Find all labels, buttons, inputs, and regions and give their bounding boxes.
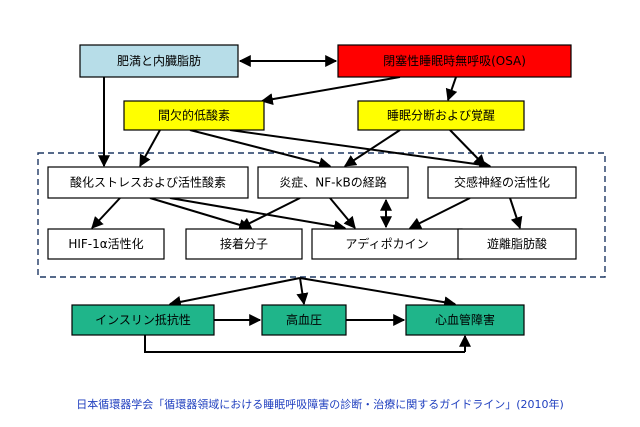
node-box [311,228,463,260]
node-inflammation: 炎症、NF-kBの経路 [257,166,409,199]
arrow-hypoxia-sympathetic [229,129,492,171]
node-box [123,100,265,131]
node-label: HIF-1α活性化 [68,237,143,251]
arrow-hypoxia-oxidative [139,129,161,168]
arrow-oxidative-hif [91,197,121,229]
arrow-arousal-sympathetic [449,129,486,167]
arrow-oxidative-adhesion [149,197,252,231]
node-box [79,44,239,78]
arrow-sympathetic-fatty-acid [509,197,523,230]
node-box [427,166,577,199]
node-box [71,304,215,336]
node-box [357,100,525,131]
node-label: 間欠的低酸素 [158,108,230,123]
arrow-region-insulin [168,277,301,308]
node-cvd: 心血管障害 [405,304,525,336]
node-label: 炎症、NF-kBの経路 [279,175,386,190]
arrow-arousal-inflammation [343,129,401,167]
node-box [47,228,165,260]
dashed-region-border [37,152,606,278]
node-box [337,44,572,78]
node-label: 閉塞性睡眠時無呼吸(OSA) [383,53,526,68]
node-label: アディポカイン [345,236,428,251]
node-adipokine: アディポカイン [311,228,463,260]
node-arousal: 睡眠分断および覚醒 [357,100,525,131]
node-box [257,166,409,199]
node-label: 心血管障害 [435,312,495,327]
node-box [185,228,303,260]
node-insulin: インスリン抵抗性 [71,304,215,336]
node-group: 肥満と内臓脂肪 閉塞性睡眠時無呼吸(OSA) 間欠的低酸素 睡眠分断および覚醒 … [47,44,577,336]
node-label: 睡眠分断および覚醒 [387,108,495,123]
node-box [405,304,525,336]
arrow-inflammation-adhesion [238,197,301,229]
node-osa: 閉塞性睡眠時無呼吸(OSA) [337,44,572,78]
connector-group [91,55,523,353]
node-label: 高血圧 [286,312,322,327]
node-obesity: 肥満と内臓脂肪 [79,44,239,78]
node-oxidative: 酸化ストレスおよび活性酸素 [47,166,249,199]
arrow-sympathetic-adipokine [408,197,471,229]
line-insulin-cvd-bottom [144,335,465,353]
node-label: 酸化ストレスおよび活性酸素 [70,175,226,190]
node-label: 遊離脂肪酸 [487,236,547,251]
source-caption: 日本循環器学会「循環器領域における睡眠呼吸障害の診断・治療に関するガイドライン」… [76,398,564,411]
node-hypertension: 高血圧 [261,304,347,336]
arrow-osa-hypoxia [260,76,401,106]
node-label: 接着分子 [220,236,268,251]
node-sympathetic: 交感神経の活性化 [427,166,577,199]
node-label: 交感神経の活性化 [454,175,550,190]
arrow-inflammation-adipokine [329,197,356,229]
node-fatty-acid: 遊離脂肪酸 [457,228,577,260]
node-label: 肥満と内臓脂肪 [117,53,201,68]
node-hypoxia: 間欠的低酸素 [123,100,265,131]
arrow-osa-arousal [445,76,458,102]
node-hif: HIF-1α活性化 [47,228,165,260]
arrow-oxidative-adipokine [169,197,347,233]
node-adhesion: 接着分子 [185,228,303,260]
node-box [457,228,577,260]
arrow-hypoxia-inflammation [189,129,332,170]
arrow-region-hypertension [296,277,309,306]
node-box [261,304,347,336]
arrow-region-cvd [299,277,457,309]
node-box [47,166,249,199]
node-label: インスリン抵抗性 [95,312,191,327]
